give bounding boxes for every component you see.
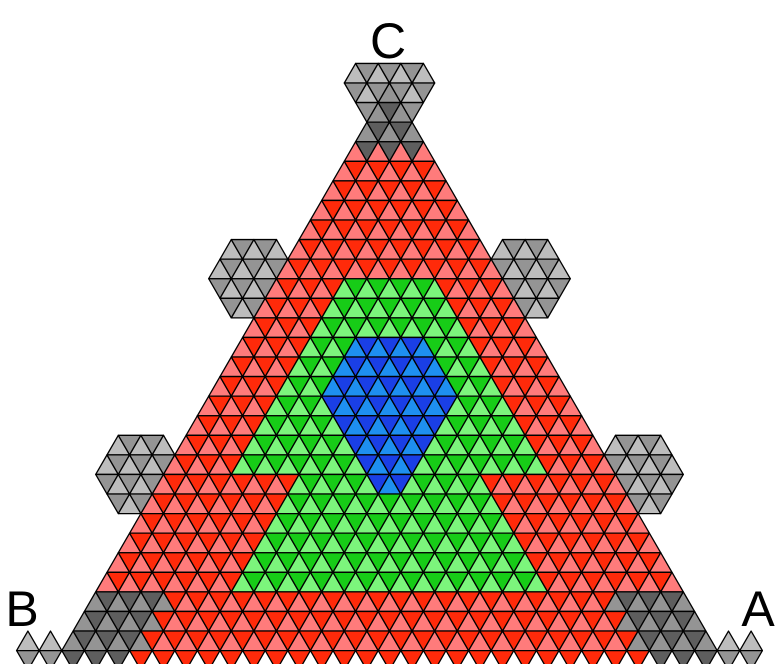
- grid-cell: [648, 493, 673, 515]
- vertex-label-top: C: [370, 13, 406, 69]
- grid-cell: [106, 649, 131, 664]
- grid-cell: [287, 649, 312, 664]
- grid-cell: [332, 649, 357, 664]
- grid-cell: [422, 649, 447, 664]
- grid-cell: [467, 649, 492, 664]
- grid-cell: [400, 101, 425, 123]
- grid-cell: [490, 649, 515, 664]
- grid-cell: [241, 649, 266, 664]
- grid-cell: [38, 649, 63, 664]
- grid-cell: [693, 649, 718, 664]
- grid-cell: [264, 649, 289, 664]
- grid-cell: [309, 649, 334, 664]
- grid-cell: [513, 649, 538, 664]
- grid-cell: [716, 649, 741, 664]
- grid-cell: [354, 649, 379, 664]
- grid-cell: [558, 649, 583, 664]
- grid-cell: [411, 82, 436, 104]
- grid-cell: [38, 630, 63, 652]
- grid-cell: [739, 649, 764, 664]
- grid-cell: [580, 649, 605, 664]
- grid-cell: [716, 630, 741, 652]
- grid-cell: [151, 649, 176, 664]
- grid-cell: [445, 649, 470, 664]
- grid-cell: [15, 649, 40, 664]
- grid-cell: [671, 649, 696, 664]
- vertex-label-bottom-left: B: [5, 581, 38, 637]
- grid-cell: [603, 649, 628, 664]
- grid-cell: [648, 649, 673, 664]
- grid-cell: [61, 649, 86, 664]
- grid-cell: [535, 297, 560, 319]
- grid-cell: [400, 649, 425, 664]
- grid-cell: [174, 649, 199, 664]
- grid-cell: [660, 473, 684, 495]
- grid-cell: [219, 649, 244, 664]
- grid-cell: [196, 649, 221, 664]
- grid-cell: [128, 649, 153, 664]
- triangle-tile-grid: [15, 62, 764, 664]
- grid-cell: [377, 649, 402, 664]
- grid-cell: [535, 649, 560, 664]
- grid-cell: [626, 649, 651, 664]
- grid-cell: [83, 649, 108, 664]
- grid-cell: [547, 278, 571, 299]
- vertex-label-bottom-right: A: [741, 581, 775, 637]
